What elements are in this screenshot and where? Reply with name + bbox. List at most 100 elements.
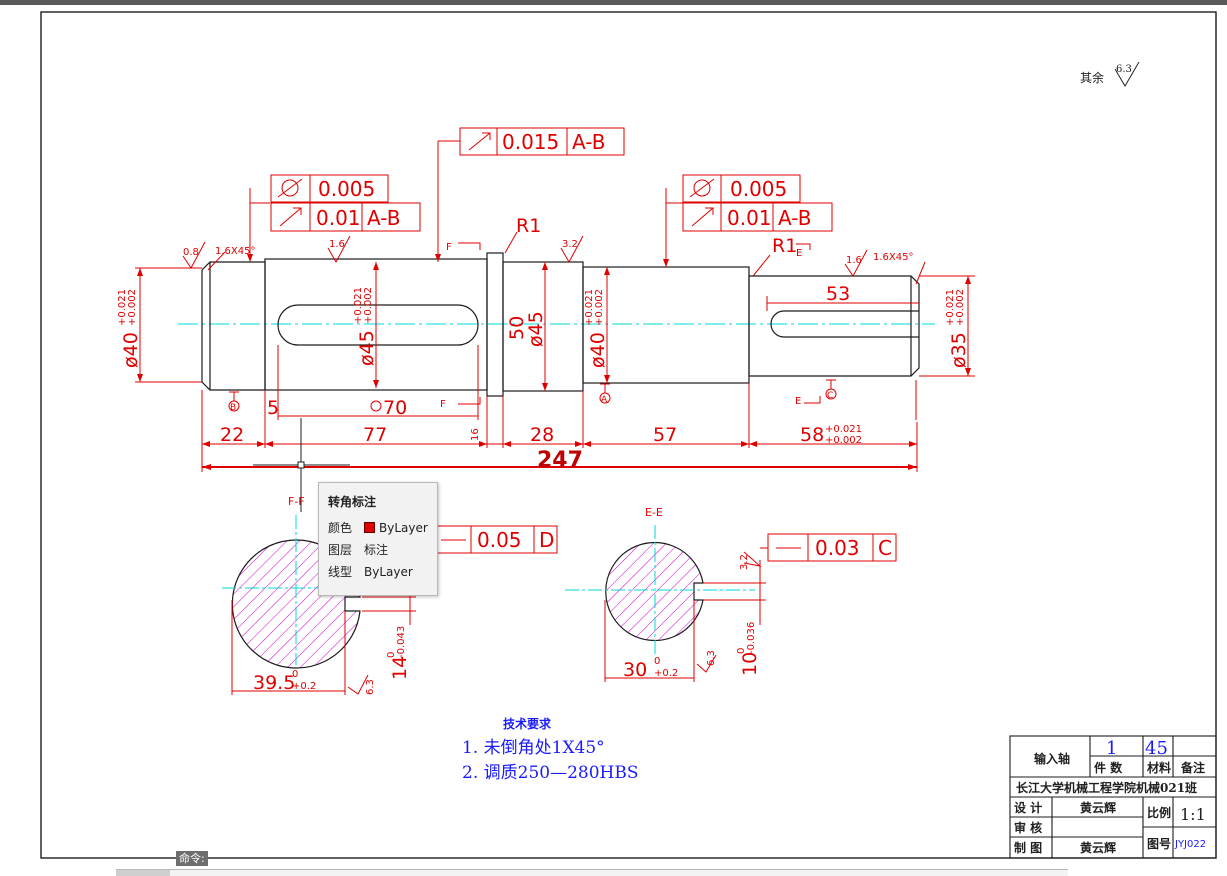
svg-text:3.2: 3.2 — [562, 239, 578, 250]
svg-text:+0.021: +0.021 — [584, 289, 595, 326]
svg-text:30: 30 — [623, 659, 647, 681]
svg-text:制 图: 制 图 — [1014, 840, 1042, 855]
svg-text:C: C — [827, 391, 833, 401]
svg-text:-0.036: -0.036 — [746, 622, 757, 654]
color-swatch — [364, 522, 375, 533]
svg-text:53: 53 — [826, 283, 850, 305]
svg-text:3.2: 3.2 — [739, 554, 750, 570]
roughness-symbols — [182, 235, 868, 277]
title-block[interactable]: 输入轴 1 45 件 数 材料 备注 长江大学机械工程学院机械021班 设 计 … — [1009, 735, 1217, 859]
svg-text:E: E — [796, 248, 802, 259]
roughness-note: 其余 6.3 — [1080, 61, 1140, 87]
svg-text:ø45: ø45 — [525, 311, 547, 347]
tolerance-frame-boxes[interactable] — [270, 127, 897, 562]
svg-text:+0.021: +0.021 — [825, 424, 862, 435]
roughness-texts: 0.8 1.6 3.2 1.6 1.6X45° 1.6X45° — [183, 239, 913, 266]
dimension-lines — [135, 140, 975, 472]
svg-text:+0.021: +0.021 — [117, 289, 128, 326]
svg-text:E-E: E-E — [645, 506, 663, 519]
svg-text:0.01: 0.01 — [316, 206, 361, 230]
svg-text:比例: 比例 — [1147, 805, 1171, 820]
svg-text:247: 247 — [537, 448, 583, 473]
svg-text:JYJ022: JYJ022 — [1174, 839, 1206, 850]
svg-text:0.01: 0.01 — [727, 206, 772, 230]
svg-text:0.015: 0.015 — [502, 130, 559, 154]
svg-text:E: E — [795, 396, 801, 407]
svg-text:1. 未倒角处1X45°: 1. 未倒角处1X45° — [462, 738, 605, 758]
svg-text:+0.002: +0.002 — [127, 289, 138, 326]
dim-16: 16 — [470, 428, 481, 441]
svg-text:0: 0 — [736, 648, 747, 654]
svg-text:A-B: A-B — [572, 130, 605, 154]
svg-text:技术要求: 技术要求 — [503, 716, 552, 731]
svg-text:57: 57 — [653, 424, 677, 446]
svg-text:1: 1 — [1106, 738, 1117, 759]
svg-text:+0.2: +0.2 — [654, 668, 678, 679]
svg-text:77: 77 — [363, 424, 387, 446]
svg-text:0: 0 — [386, 652, 397, 658]
svg-text:1.6X45°: 1.6X45° — [873, 252, 913, 263]
svg-text:1.6: 1.6 — [329, 239, 345, 250]
svg-text:0: 0 — [292, 669, 298, 680]
svg-text:设 计: 设 计 — [1014, 800, 1042, 815]
svg-text:50: 50 — [506, 316, 528, 340]
svg-text:其余: 其余 — [1080, 70, 1104, 85]
section-ee[interactable]: E-E 30 0 +0.2 6.3 3.2 10 0 -0.036 — [565, 506, 768, 682]
svg-text:1.6X45°: 1.6X45° — [215, 246, 255, 257]
svg-text:0.005: 0.005 — [318, 177, 375, 201]
svg-text:5: 5 — [267, 397, 279, 419]
tooltip-layer-row: 图层标注 — [328, 543, 389, 557]
svg-text:+0.002: +0.002 — [594, 289, 605, 326]
svg-text:C: C — [878, 536, 892, 560]
svg-text:58: 58 — [800, 424, 824, 446]
svg-text:F: F — [440, 399, 446, 410]
svg-text:F: F — [446, 242, 452, 253]
svg-text:6.3: 6.3 — [706, 650, 717, 666]
svg-text:0.005: 0.005 — [730, 177, 787, 201]
svg-text:0.05: 0.05 — [477, 528, 522, 552]
svg-text:A-B: A-B — [778, 206, 811, 230]
svg-text:70: 70 — [383, 397, 407, 419]
length-dimensions: 22 77 28 57 58 +0.021 +0.002 247 5 70 53 — [220, 283, 862, 473]
svg-text:备注: 备注 — [1180, 760, 1205, 775]
svg-text:+0.002: +0.002 — [955, 289, 966, 326]
tolerance-frame-texts: 0.015 A-B 0.005 0.01 A-B 0.005 0.01 A-B … — [316, 130, 892, 560]
svg-text:39.5: 39.5 — [253, 672, 295, 694]
svg-text:D: D — [539, 528, 554, 552]
svg-text:A: A — [601, 395, 608, 405]
drawing-border — [40, 11, 1217, 859]
command-line-handle[interactable] — [116, 870, 170, 876]
svg-text:+0.002: +0.002 — [825, 435, 862, 446]
tooltip-title: 转角标注 — [328, 495, 377, 509]
svg-text:审 核: 审 核 — [1014, 820, 1042, 835]
svg-text:+0.002: +0.002 — [363, 287, 374, 324]
svg-text:B: B — [230, 403, 236, 413]
svg-text:输入轴: 输入轴 — [1034, 751, 1070, 766]
svg-text:F-F: F-F — [288, 495, 305, 508]
svg-text:0.8: 0.8 — [183, 247, 199, 258]
svg-text:22: 22 — [220, 424, 244, 446]
svg-text:6.3: 6.3 — [365, 679, 376, 695]
section-markers: F F E E — [440, 242, 821, 410]
svg-text:6.3: 6.3 — [1116, 64, 1132, 75]
command-line-input[interactable] — [116, 869, 1068, 876]
shaft-outline[interactable] — [201, 252, 920, 397]
technical-requirements: 技术要求 1. 未倒角处1X45° 2. 调质250—280HBS — [462, 716, 638, 783]
svg-text:0: 0 — [654, 656, 660, 667]
svg-text:R1: R1 — [516, 215, 541, 237]
datum-markers: B A C — [228, 379, 837, 413]
svg-text:长江大学机械工程学院机械021班: 长江大学机械工程学院机械021班 — [1016, 780, 1197, 795]
svg-text:ø45: ø45 — [356, 330, 378, 366]
svg-text:1:1: 1:1 — [1180, 805, 1206, 824]
svg-text:+0.021: +0.021 — [945, 289, 956, 326]
svg-text:黄云辉: 黄云辉 — [1080, 840, 1116, 855]
svg-text:+0.021: +0.021 — [353, 287, 364, 324]
svg-text:黄云辉: 黄云辉 — [1080, 800, 1116, 815]
radius-labels: R1 R1 — [516, 215, 797, 257]
svg-text:材料: 材料 — [1146, 760, 1171, 775]
svg-text:28: 28 — [530, 424, 554, 446]
